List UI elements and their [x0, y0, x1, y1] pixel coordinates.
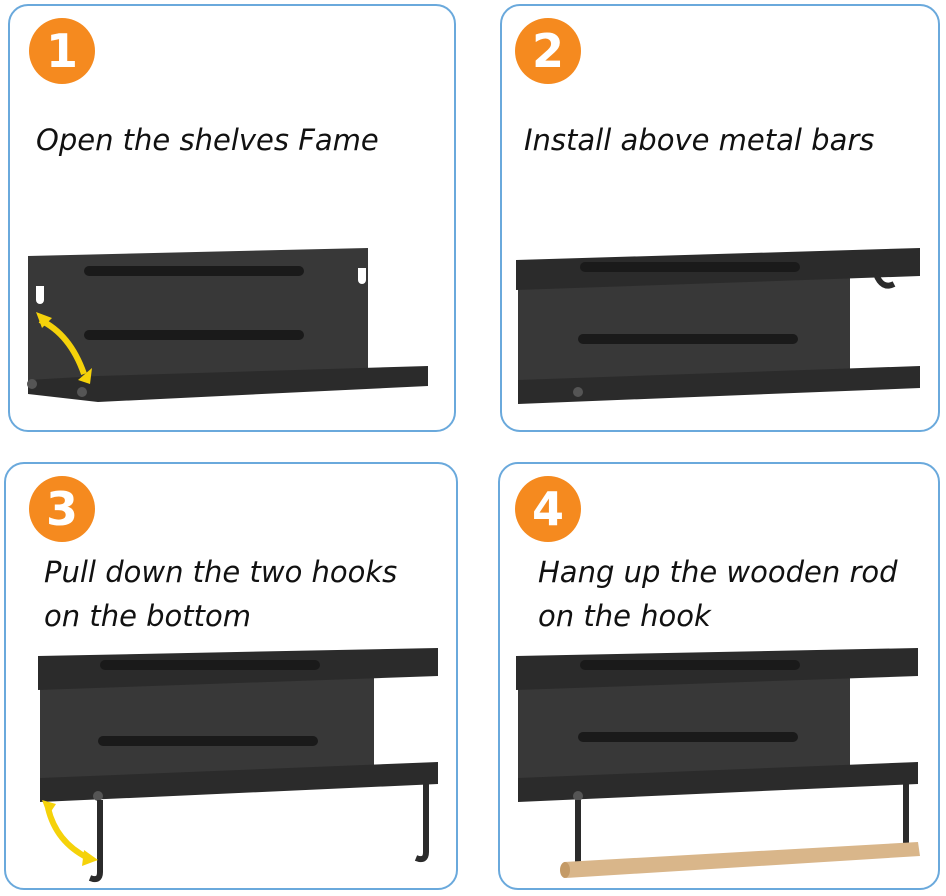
step-number-badge: 4 [515, 476, 581, 542]
step-instruction-line-1: Hang up the wooden rod [538, 555, 898, 589]
shelf-installed-illustration [516, 248, 920, 404]
step-2-panel: 2 Install above metal bars [500, 4, 940, 432]
step-instruction: Install above metal bars [524, 123, 875, 157]
shelf-with-rod-illustration [516, 648, 920, 878]
step-instruction: Open the shelves Fame [36, 123, 379, 157]
step-number-badge: 3 [29, 476, 95, 542]
step-instruction-line-1: Pull down the two hooks [44, 555, 398, 589]
shelf-folded-illustration [27, 248, 428, 402]
rotate-arrow-icon [45, 807, 90, 861]
wooden-rod [564, 842, 920, 878]
step-4-panel: 4 Hang up the wooden rod on the hook [498, 462, 940, 890]
step-number-badge: 1 [29, 18, 95, 84]
shelf-hooks-illustration [38, 648, 438, 883]
step-number-badge: 2 [515, 18, 581, 84]
step-3-panel: 3 Pull down the two hooks on the bottom [4, 462, 458, 890]
step-instruction-line-2: on the bottom [44, 599, 252, 633]
step-instruction-line-2: on the hook [538, 599, 711, 633]
step-1-panel: 1 Open the shelves Fame [8, 4, 456, 432]
